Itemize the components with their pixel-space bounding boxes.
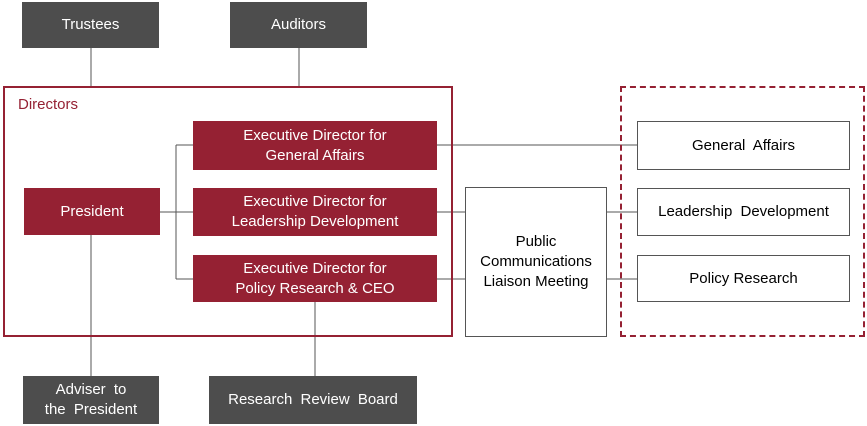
trustees-box: Trustees xyxy=(22,2,159,48)
exec-general-affairs-box: Executive Director for General Affairs xyxy=(193,121,437,170)
directors-label: Directors xyxy=(18,96,79,113)
auditors-box: Auditors xyxy=(230,2,367,48)
adviser-box: Adviser to the President xyxy=(23,376,159,424)
policy-research-box: Policy Research xyxy=(637,255,850,302)
research-review-board-box: Research Review Board xyxy=(209,376,417,424)
general-affairs-box: General Affairs xyxy=(637,121,850,170)
president-box: President xyxy=(24,188,160,235)
leadership-development-box: Leadership Development xyxy=(637,188,850,236)
exec-policy-box: Executive Director for Policy Research &… xyxy=(193,255,437,302)
liaison-meeting-box: Public Communications Liaison Meeting xyxy=(465,187,607,337)
exec-leadership-box: Executive Director for Leadership Develo… xyxy=(193,188,437,236)
departments-frame xyxy=(620,86,865,337)
directors-frame xyxy=(3,86,453,337)
